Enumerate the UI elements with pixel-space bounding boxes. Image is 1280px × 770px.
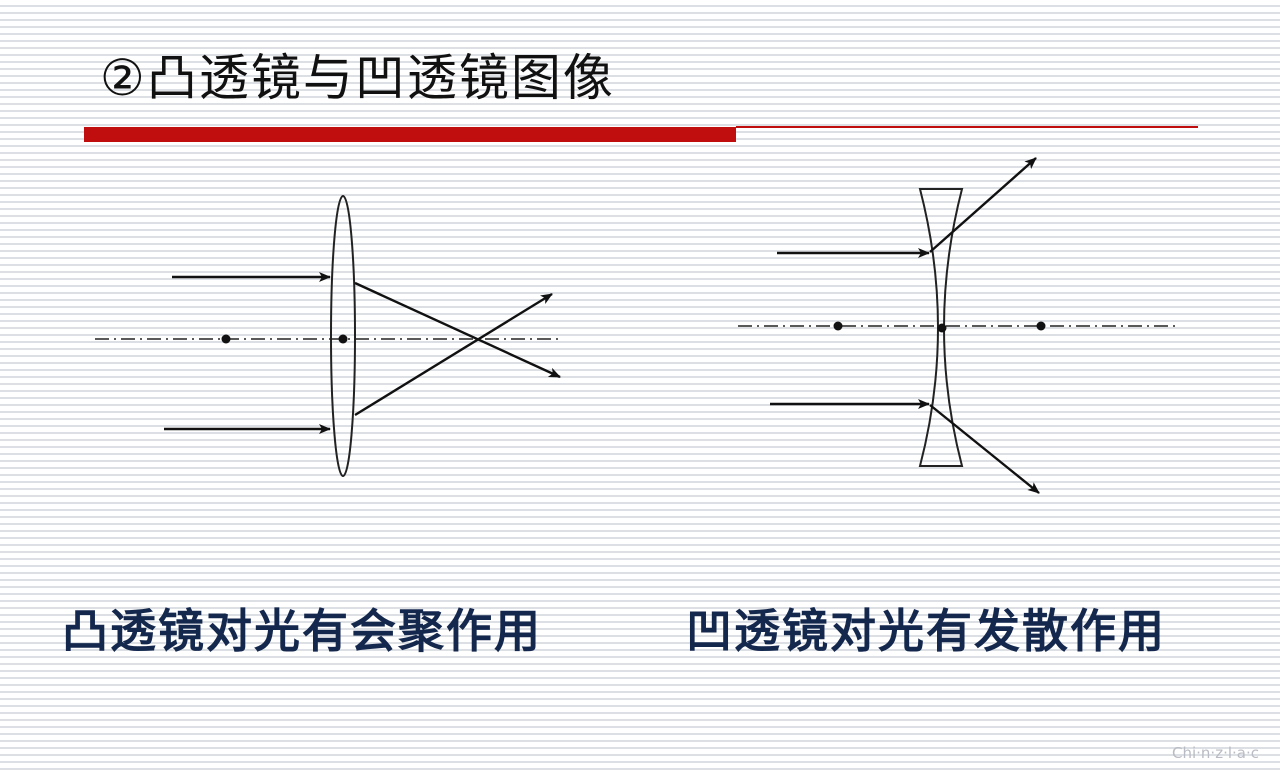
title-underline-thick	[84, 127, 736, 142]
convex-optical-center	[338, 334, 348, 344]
concave-lens-caption: 凹透镜对光有发散作用	[686, 604, 1166, 658]
concave-refracted-ray-lower	[929, 404, 1040, 494]
page-title: ②凸透镜与凹透镜图像	[100, 49, 615, 107]
convex-refracted-ray-upper	[354, 281, 561, 379]
watermark: Chi·n·z·l·a·c	[1172, 744, 1259, 762]
convex-lens	[330, 195, 356, 477]
concave-optical-center	[937, 323, 947, 333]
convex-refracted-ray-lower	[354, 292, 553, 417]
concave-focal-point-right	[1036, 321, 1046, 331]
convex-lens-diagram	[95, 195, 561, 477]
concave-refracted-ray-upper	[929, 157, 1037, 253]
title-underline-thin	[736, 126, 1198, 128]
convex-focal-point-left	[221, 334, 231, 344]
convex-lens-caption: 凸透镜对光有会聚作用	[62, 604, 542, 658]
concave-focal-point-left	[833, 321, 843, 331]
concave-lens-diagram	[738, 157, 1178, 494]
concave-lens	[918, 188, 964, 467]
